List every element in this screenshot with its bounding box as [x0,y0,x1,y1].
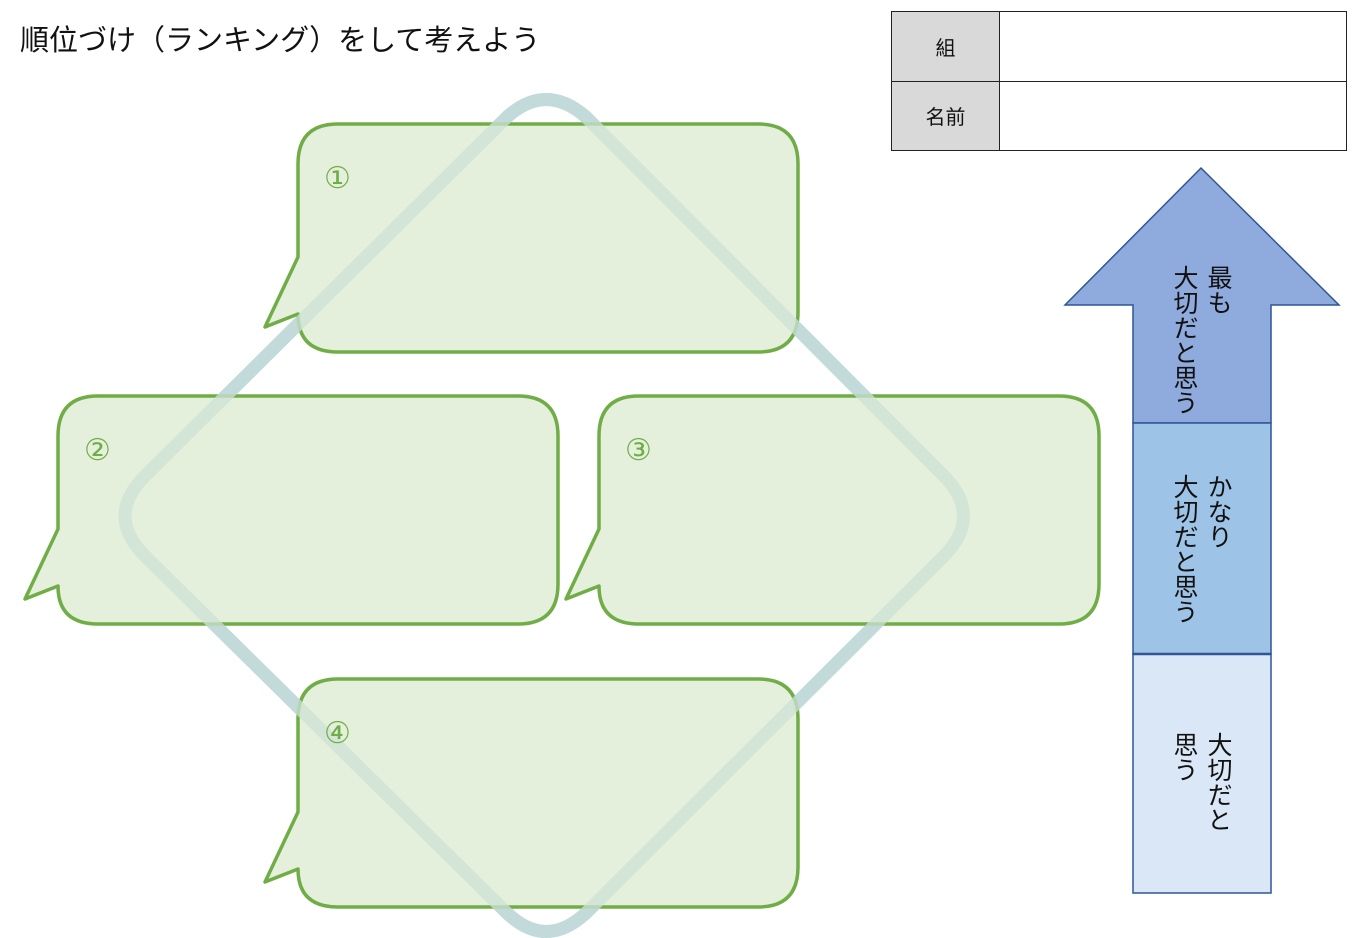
class-name-table: 組 名前 [891,11,1347,151]
rank-top-label: 最も 大切だと思う [1167,265,1235,415]
rank-bottom-line2: 思う [1170,732,1199,782]
class-label: 組 [891,11,1000,82]
rank-bottom-line1: 大切だと [1204,732,1233,832]
name-field[interactable] [999,80,1347,151]
speech-bubble-2[interactable] [23,394,560,626]
bubble-1-number: ① [324,161,351,196]
speech-bubble-4[interactable] [263,677,800,909]
rank-middle-label: かなり 大切だと思う [1167,474,1235,624]
rank-bottom-label: 大切だと 思う [1167,732,1235,832]
page-title: 順位づけ（ランキング）をして考えよう [20,23,541,57]
rank-top-line2: 大切だと思う [1170,265,1199,415]
bubble-2-number: ② [84,433,111,468]
class-field[interactable] [999,11,1347,82]
ranking-arrow-bottom [1132,653,1272,894]
bubble-3-number: ③ [625,433,652,468]
bubble-4-number: ④ [324,716,351,751]
rank-middle-line1: かなり [1204,474,1233,549]
ranking-arrow-middle [1132,422,1272,655]
rank-middle-line2: 大切だと思う [1170,474,1199,624]
speech-bubble-1[interactable] [263,122,800,354]
speech-bubble-3[interactable] [564,394,1101,626]
rank-top-line1: 最も [1204,265,1233,315]
diamond-ring-overlay [118,93,970,938]
